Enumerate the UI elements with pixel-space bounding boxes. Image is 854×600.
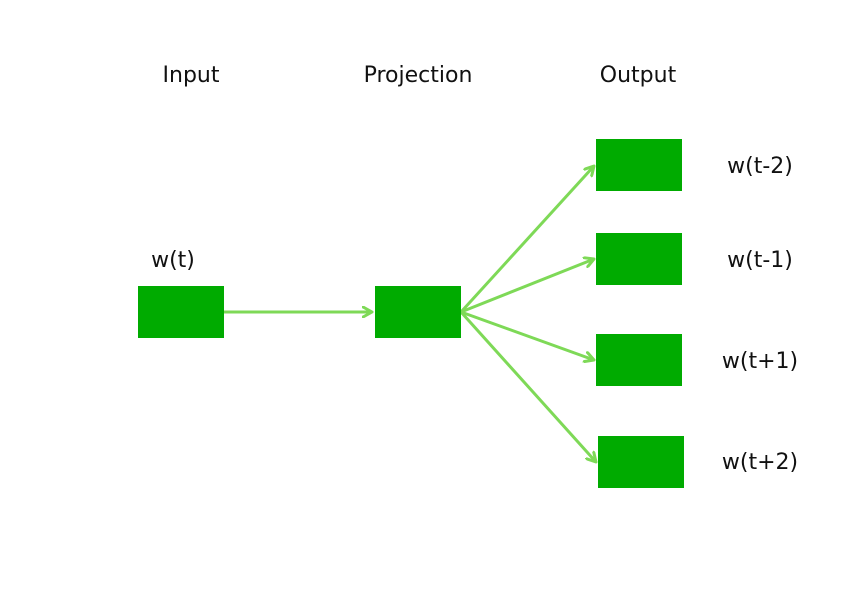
output-box-2 — [596, 233, 682, 285]
projection-box — [375, 286, 461, 338]
output-word-label-4: w(t+2) — [721, 450, 799, 475]
output-word-label-1: w(t-2) — [727, 154, 793, 179]
arrow-projection-to-output-4 — [459, 310, 596, 462]
output-box-1 — [596, 139, 682, 191]
arrow-projection-to-output-2 — [460, 259, 594, 314]
input-header: Input — [162, 63, 220, 88]
output-box-4 — [598, 436, 684, 488]
output-word-label-2: w(t-1) — [727, 248, 793, 273]
output-header: Output — [599, 63, 677, 88]
output-box-3 — [596, 334, 682, 386]
projection-header: Projection — [363, 63, 473, 88]
arrow-projection-to-output-1 — [459, 166, 594, 314]
output-word-label-3: w(t+1) — [721, 349, 799, 374]
input-box — [138, 286, 224, 338]
arrow-projection-to-output-3 — [460, 310, 594, 360]
input-word-label: w(t) — [151, 248, 195, 273]
